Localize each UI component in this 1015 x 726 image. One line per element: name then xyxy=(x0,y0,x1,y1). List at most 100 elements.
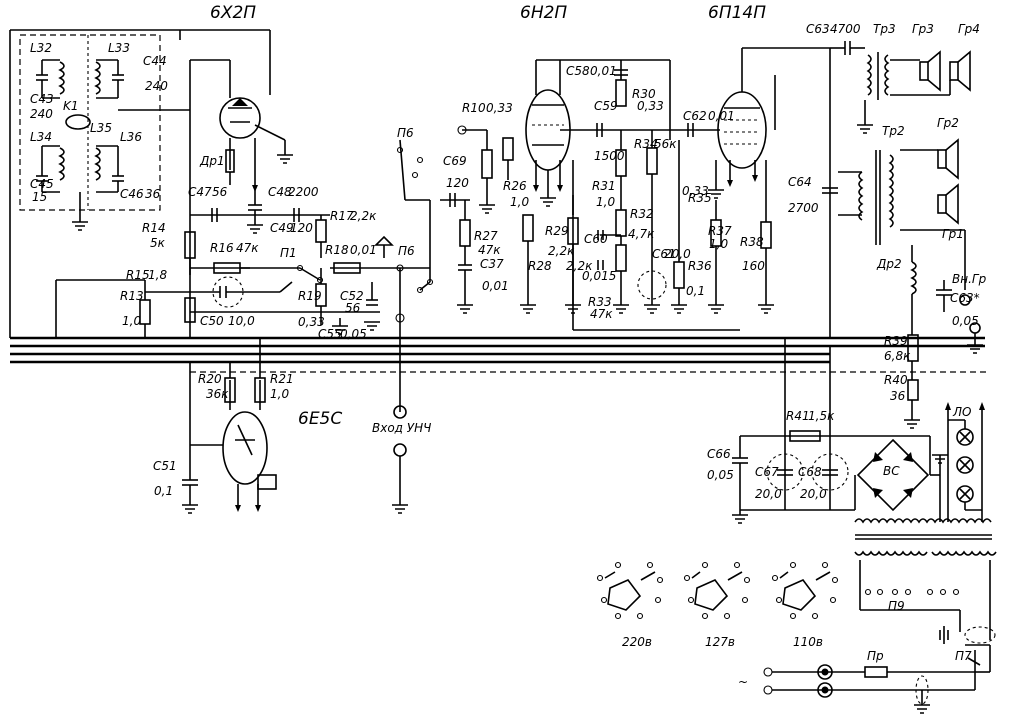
component-label: П6 xyxy=(397,126,414,140)
component-label: C63* xyxy=(950,291,980,305)
output-section xyxy=(822,41,983,429)
component-label: C52 xyxy=(340,289,364,303)
tube-label: 6П14П xyxy=(708,3,766,23)
component-label: 56к xyxy=(654,137,677,151)
if-filter-block xyxy=(19,34,190,231)
component-label: 47к xyxy=(478,243,501,257)
component-label: 5к xyxy=(150,236,166,250)
component-label: Гр1 xyxy=(942,227,964,241)
component-label: 240 xyxy=(30,107,53,121)
component-label: ЛО xyxy=(952,405,971,419)
component-label: 20,0 xyxy=(800,487,827,501)
component-label: Гр2 xyxy=(937,116,959,130)
component-label: 0,01 xyxy=(590,64,617,78)
component-label: Гр3 xyxy=(912,22,934,36)
component-label: C45 xyxy=(30,177,54,191)
component-label: 1,0 xyxy=(122,314,141,328)
component-label: 127в xyxy=(705,635,735,649)
component-label: R18 xyxy=(325,243,349,257)
component-label: L32 xyxy=(30,41,52,55)
component-label: 0,01 xyxy=(350,243,377,257)
component-label: Др2 xyxy=(876,257,902,271)
component-label: R37 xyxy=(708,224,732,238)
component-label: 2200 xyxy=(288,185,319,199)
component-label: Тр2 xyxy=(882,124,905,138)
component-label: C68 xyxy=(798,465,822,479)
component-label: П1 xyxy=(280,246,297,260)
power-supply xyxy=(732,338,997,714)
component-label: 0,33 xyxy=(682,184,709,198)
component-label: 160 xyxy=(742,259,765,273)
component-label: R31 xyxy=(592,179,616,193)
component-label: R10 xyxy=(462,101,486,115)
component-label: Тр3 xyxy=(873,22,896,36)
component-label: R33 xyxy=(588,295,612,309)
component-label: 36 xyxy=(890,389,906,403)
component-label: 20,0 xyxy=(755,487,782,501)
component-label: 1,0 xyxy=(510,195,529,209)
component-label: 1,0 xyxy=(709,237,728,251)
component-label: R16 xyxy=(210,241,234,255)
component-label: 47к xyxy=(236,241,259,255)
component-label: C44 xyxy=(143,54,167,68)
component-label: 1500 xyxy=(594,149,625,163)
switch-p6 xyxy=(374,139,434,514)
component-label: C48 xyxy=(268,185,292,199)
component-label: 6,8к xyxy=(884,349,911,363)
component-label: C46 xyxy=(120,187,144,201)
component-label: 36 xyxy=(145,187,161,201)
component-label: R21 xyxy=(270,372,294,386)
component-label: C62 xyxy=(683,109,707,123)
component-label: C59 xyxy=(594,99,618,113)
component-label: L36 xyxy=(120,130,142,144)
component-label: R29 xyxy=(545,224,569,238)
component-label: R36 xyxy=(688,259,712,273)
component-label: L33 xyxy=(108,41,130,55)
component-label: Пр xyxy=(867,649,884,663)
component-label: R19 xyxy=(298,289,322,303)
component-label: П7 xyxy=(955,649,972,663)
component-label: 120 xyxy=(446,176,469,190)
component-label: R32 xyxy=(630,207,654,221)
component-label: 15 xyxy=(32,190,47,204)
component-label: Др1 xyxy=(199,154,225,168)
component-label: C67 xyxy=(755,465,779,479)
component-label: 2,2к xyxy=(350,209,377,223)
component-label: R38 xyxy=(740,235,764,249)
tube-6h2p xyxy=(440,59,670,314)
component-label: 0,33 xyxy=(486,101,513,115)
component-label: R28 xyxy=(528,259,552,273)
component-label: BC xyxy=(883,464,900,478)
component-label: 4700 xyxy=(830,22,861,36)
component-label: Вн.Гр xyxy=(952,272,987,286)
component-label: C55 xyxy=(318,327,342,341)
component-label: L35 xyxy=(90,121,112,135)
component-label: 1,5к xyxy=(808,409,835,423)
component-label: C37 xyxy=(480,257,504,271)
component-label: 0,015 xyxy=(582,269,616,283)
component-label: 2700 xyxy=(788,201,819,215)
component-label: R34 xyxy=(634,137,658,151)
component-label: R20 xyxy=(198,372,222,386)
component-label: C60 xyxy=(584,232,608,246)
component-label: 0,05 xyxy=(952,314,979,328)
component-label: 0,05 xyxy=(340,327,367,341)
component-label: 1,8 xyxy=(148,268,167,282)
component-label: 47к xyxy=(590,307,613,321)
component-label: 0,1 xyxy=(154,484,173,498)
component-label: R27 xyxy=(474,229,498,243)
component-label: 56 xyxy=(212,185,228,199)
component-label: 220в xyxy=(622,635,652,649)
component-label: 10,0 xyxy=(228,314,255,328)
component-label: R40 xyxy=(884,373,908,387)
component-label: 0,33 xyxy=(637,99,664,113)
component-label: C51 xyxy=(153,459,177,473)
tube-6x2p xyxy=(189,59,293,338)
component-label: R35 xyxy=(688,191,712,205)
component-label: 0,01 xyxy=(482,279,509,293)
component-label: 1,0 xyxy=(596,195,615,209)
component-label: R17 xyxy=(330,209,354,223)
component-label: 0,01 xyxy=(708,109,735,123)
